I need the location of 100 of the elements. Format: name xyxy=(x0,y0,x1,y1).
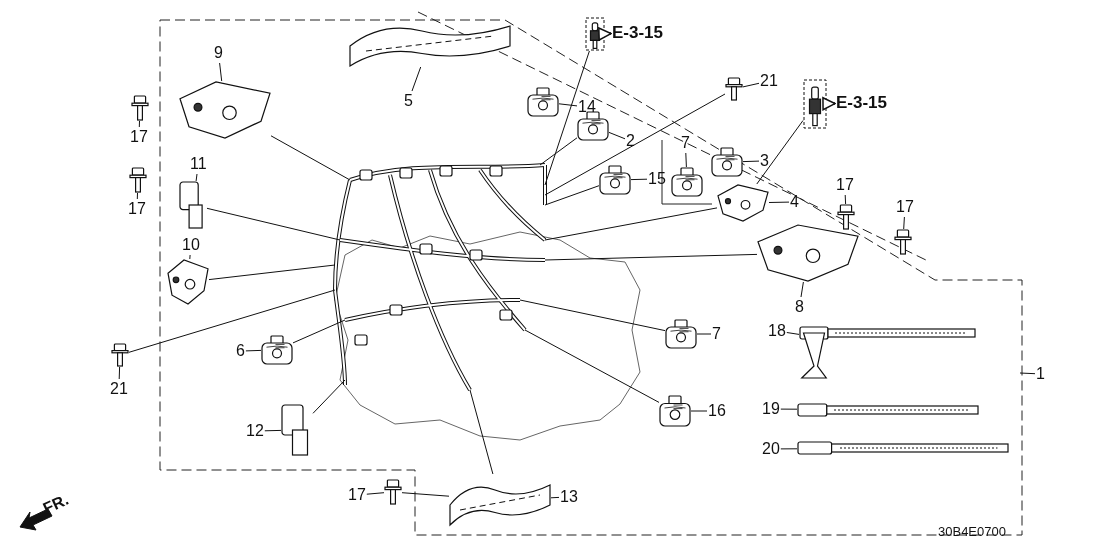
callout-number: 1 xyxy=(1036,365,1045,383)
leader-line xyxy=(208,264,336,281)
leader-line xyxy=(136,192,138,200)
bolt-drawing xyxy=(112,344,128,366)
connector-pin-drawing xyxy=(804,80,826,128)
leader-line xyxy=(292,319,346,344)
bolt-drawing xyxy=(130,168,146,192)
leader-line xyxy=(128,289,336,353)
bracket-drawing xyxy=(180,82,270,138)
callout-number: 17 xyxy=(130,128,148,146)
callout-number: 14 xyxy=(578,98,596,116)
bolt-drawing xyxy=(838,205,854,229)
callout-number: 21 xyxy=(110,380,128,398)
leader-line xyxy=(550,496,560,499)
leader-line xyxy=(206,207,341,241)
callout-number: 4 xyxy=(790,193,799,211)
leader-line xyxy=(469,389,494,475)
leader-line xyxy=(138,120,140,128)
clip-drawing xyxy=(712,148,742,176)
callout-number: 6 xyxy=(236,342,245,360)
leader-line xyxy=(1019,372,1036,375)
callout-number: 12 xyxy=(246,422,264,440)
callout-number: 2 xyxy=(626,132,635,150)
leader-line xyxy=(780,408,798,410)
callout-number: 8 xyxy=(795,298,804,316)
leader-line xyxy=(401,492,450,497)
leader-line xyxy=(742,160,760,163)
leader-line xyxy=(544,207,718,241)
callout-number: 11 xyxy=(190,155,207,173)
block-arrow xyxy=(822,97,836,111)
leader-line xyxy=(118,366,121,380)
leader-line xyxy=(685,152,687,168)
callout-number: 10 xyxy=(182,236,200,254)
bolt-drawing xyxy=(726,78,742,100)
connector-pin-drawing xyxy=(586,18,604,50)
callout-number: 7 xyxy=(712,325,721,343)
cable-tie-drawing xyxy=(798,440,1008,456)
leader-line xyxy=(630,178,648,181)
leader-line xyxy=(539,137,578,166)
bolt-drawing xyxy=(132,96,148,120)
leader-line xyxy=(245,349,262,352)
callout-number: 17 xyxy=(348,486,366,504)
callout-number: 9 xyxy=(214,44,223,62)
callout-number: 13 xyxy=(560,488,578,506)
clip-drawing xyxy=(600,166,630,194)
callout-number: 7 xyxy=(681,134,690,152)
leader-line xyxy=(264,429,282,432)
callout-number: 17 xyxy=(836,176,854,194)
cable-tie-drawing xyxy=(798,400,978,420)
callout-number: 3 xyxy=(760,152,769,170)
bolt-drawing xyxy=(895,230,911,254)
page-reference: E-3-15 xyxy=(836,94,888,112)
bracket-drawing xyxy=(718,185,768,221)
bracket-drawing xyxy=(168,260,208,304)
leader-line xyxy=(524,329,660,403)
leader-line xyxy=(189,254,191,260)
leader-line xyxy=(690,410,708,412)
clip-drawing xyxy=(660,396,690,426)
leader-line xyxy=(903,216,905,230)
clip-drawing xyxy=(666,320,696,348)
leader-line xyxy=(768,201,790,203)
leader-line xyxy=(544,50,590,186)
callout-number: 5 xyxy=(404,92,413,110)
leader-line xyxy=(312,379,346,414)
clip-drawing xyxy=(578,112,608,140)
leader-line xyxy=(270,135,351,181)
callout-number: 19 xyxy=(762,400,780,418)
callout-number: 15 xyxy=(648,170,666,188)
leader-line xyxy=(800,281,804,298)
clip-drawing xyxy=(528,88,558,116)
leader-line xyxy=(219,62,223,82)
callout-number: 21 xyxy=(760,72,778,90)
leader-line xyxy=(558,103,578,107)
leader-line xyxy=(786,332,800,335)
sensor-drawing xyxy=(180,182,206,228)
callout-number: 18 xyxy=(768,322,786,340)
leader-line xyxy=(844,194,847,205)
leader-line xyxy=(696,333,712,335)
block-arrow xyxy=(598,27,612,41)
leader-line xyxy=(519,299,666,332)
bolt-drawing xyxy=(385,480,401,504)
callout-number: 17 xyxy=(128,200,146,218)
leader-line xyxy=(411,66,422,92)
leader-line xyxy=(756,120,804,185)
leader-line xyxy=(544,185,600,206)
leader-line xyxy=(780,448,798,450)
bracket-drawing xyxy=(758,225,858,281)
leader-line xyxy=(608,131,626,140)
callout-number: 16 xyxy=(708,402,726,420)
leader-line xyxy=(544,93,726,196)
leader-line xyxy=(366,492,385,495)
leader-line xyxy=(742,82,760,88)
page-reference: E-3-15 xyxy=(612,24,664,42)
callout-number: 20 xyxy=(762,440,780,458)
leader-line xyxy=(195,173,198,182)
diagram-code: 30B4E0700 xyxy=(938,524,1006,539)
clip-drawing xyxy=(672,168,702,196)
clip-drawing xyxy=(262,336,292,364)
callout-number: 17 xyxy=(896,198,914,216)
leader-line xyxy=(544,253,758,261)
